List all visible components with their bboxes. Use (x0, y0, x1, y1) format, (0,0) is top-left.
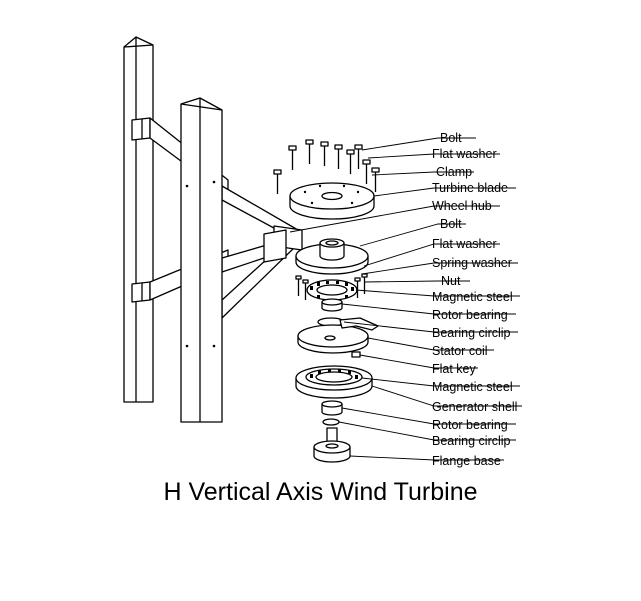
support-arms (221, 185, 303, 319)
part-label-flange-base: Flange base (432, 454, 501, 468)
bearing-circlip-bottom (322, 418, 340, 426)
rotor-bearing-top (321, 298, 343, 312)
part-label-rotor-bearing: Rotor bearing (432, 308, 508, 322)
part-label-flat-washer: Flat washer (432, 147, 497, 161)
part-label-rotor-bearing-2: Rotor bearing (432, 418, 508, 432)
flat-key (351, 351, 361, 358)
part-label-bolt: Bolt (440, 131, 462, 145)
part-label-flat-key: Flat key (432, 362, 476, 376)
leader-lines (289, 137, 522, 461)
clamp-plate (289, 182, 375, 220)
magnetic-steel-ring (306, 279, 358, 301)
stator-coil (297, 317, 379, 354)
part-label-magnetic-steel: Magnetic steel (432, 290, 513, 304)
top-bolts (273, 139, 380, 194)
part-label-bearing-circlip-2: Bearing circlip (432, 434, 511, 448)
diagram-caption: H Vertical Axis Wind Turbine (163, 478, 478, 506)
part-label-stator-coil: Stator coil (432, 344, 488, 358)
hub-bolts-and-nuts (295, 273, 368, 300)
part-label-magnetic-steel-2: Magnetic steel (432, 380, 513, 394)
part-label-nut: Nut (441, 274, 461, 288)
part-label-bolt-2: Bolt (440, 217, 462, 231)
part-label-clamp: Clamp (436, 165, 473, 179)
flange-base (313, 427, 351, 463)
rotor-bearing-bottom (321, 400, 343, 416)
part-label-flat-washer-2: Flat washer (432, 237, 497, 251)
part-label-turbine-blade: Turbine blade (432, 181, 508, 195)
generator-shell (295, 365, 373, 399)
turbine-blade-front (180, 97, 223, 423)
part-label-wheel-hub: Wheel hub (432, 199, 492, 213)
part-label-spring-washer: Spring washer (432, 256, 512, 270)
turbine-blade-back (123, 36, 154, 403)
part-label-generator-shell: Generator shell (432, 400, 518, 414)
wheel-hub (295, 238, 369, 275)
part-label-bearing-circlip: Bearing circlip (432, 326, 511, 340)
